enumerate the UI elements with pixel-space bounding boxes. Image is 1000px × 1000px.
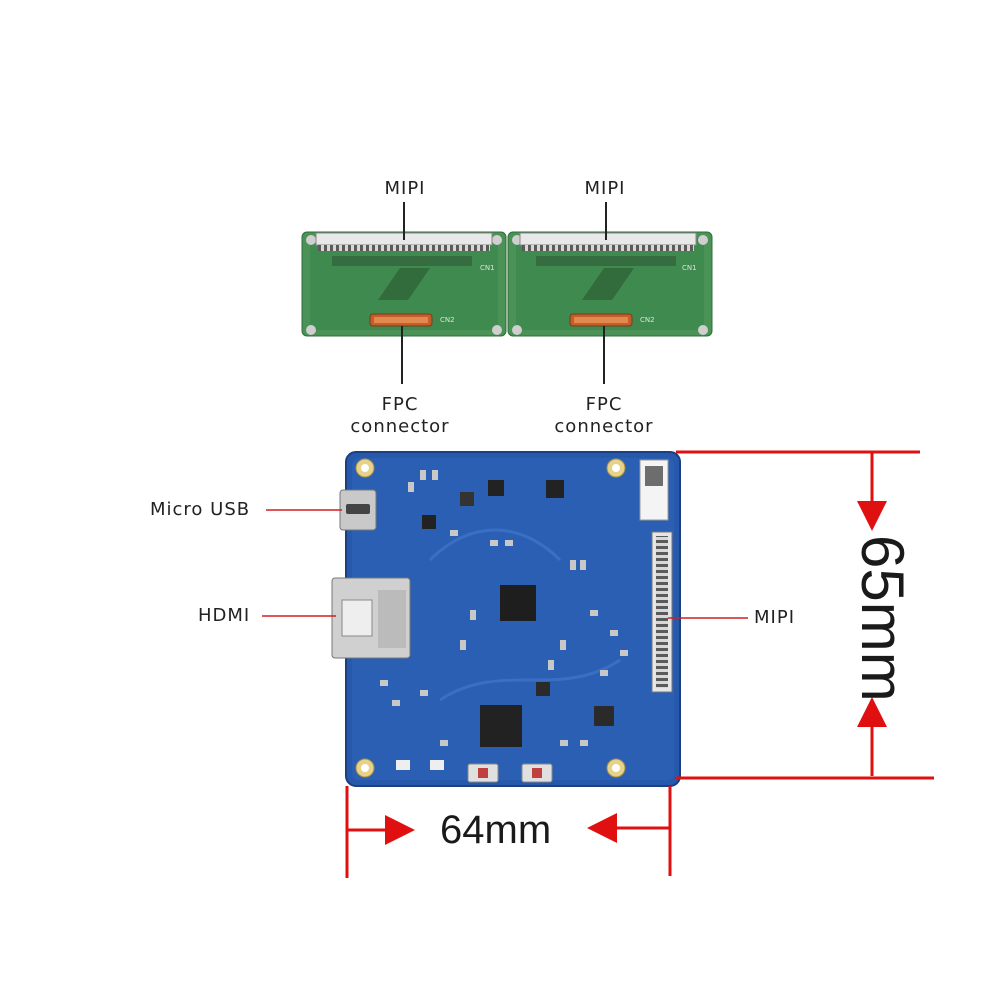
left-fpc-label-line2: connector bbox=[350, 416, 450, 437]
micro-usb-label: Micro USB bbox=[150, 499, 251, 520]
width-dimension bbox=[345, 786, 672, 878]
height-dimension bbox=[676, 450, 934, 780]
right-adapter-mipi-label: MIPI bbox=[584, 178, 626, 199]
hdmi-label: HDMI bbox=[198, 605, 251, 626]
width-dimension-label: 64mm bbox=[440, 808, 552, 852]
svg-text:CN2: CN2 bbox=[440, 316, 455, 324]
svg-text:CN1: CN1 bbox=[480, 264, 495, 272]
svg-text:CN2: CN2 bbox=[640, 316, 655, 324]
right-adapter-board: CN2 CN1 bbox=[507, 231, 713, 337]
main-board bbox=[331, 451, 681, 787]
left-fpc-label-line1: FPC bbox=[381, 394, 419, 415]
mipi-label: MIPI bbox=[754, 607, 796, 628]
right-fpc-label-line2: connector bbox=[554, 416, 654, 437]
left-adapter-mipi-label: MIPI bbox=[384, 178, 426, 199]
height-dimension-label: 65mm bbox=[849, 535, 916, 702]
left-adapter-board: CN2 CN1 bbox=[301, 231, 507, 337]
svg-text:CN1: CN1 bbox=[682, 264, 697, 272]
right-fpc-label-line1: FPC bbox=[585, 394, 623, 415]
